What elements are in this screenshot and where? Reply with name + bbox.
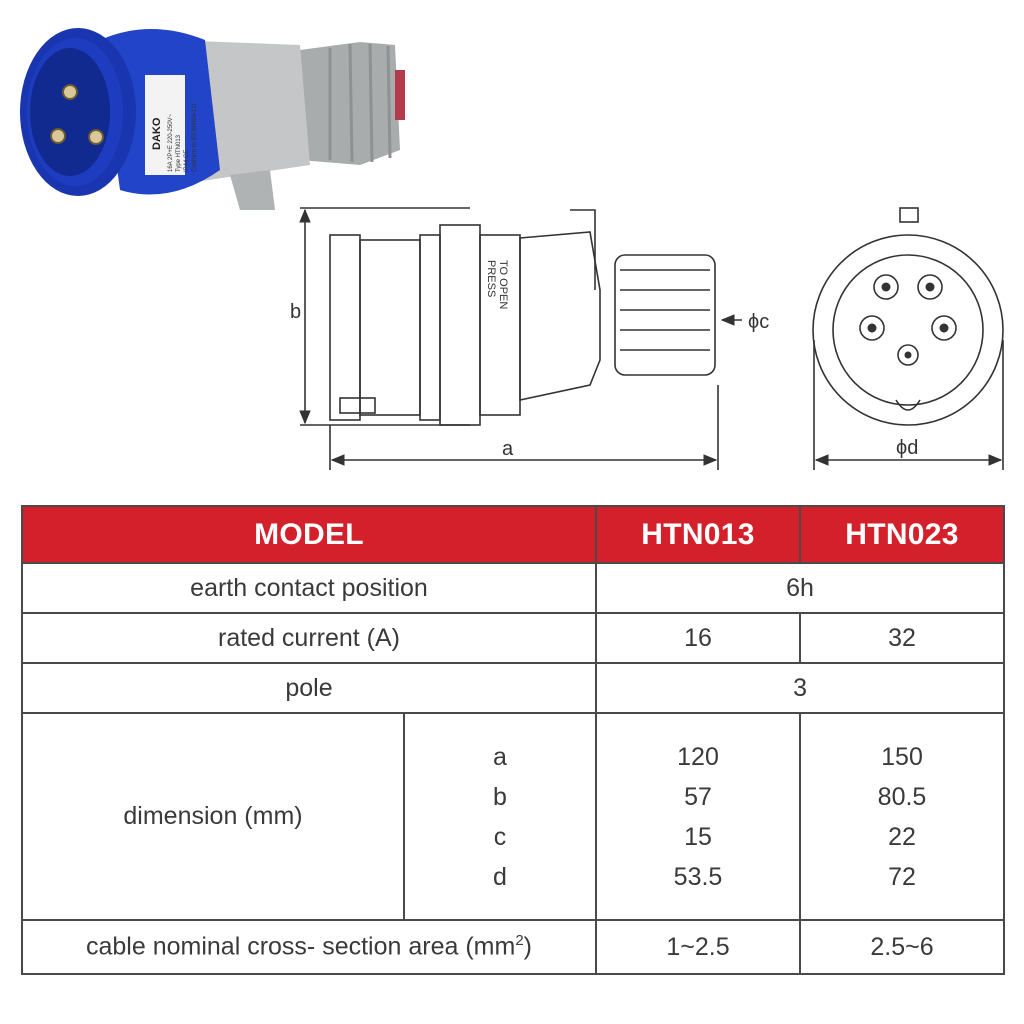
header-htn013: HTN013 <box>595 505 802 564</box>
cable-label-end: ) <box>523 932 532 961</box>
pole-label: pole <box>20 662 598 714</box>
technical-drawing: b a ϕc ϕd PRESS TO OPEN <box>290 207 1004 470</box>
cable-label-sup: 2 <box>515 932 524 950</box>
dim-v2-c: 22 <box>888 822 916 851</box>
dim-label-a: a <box>502 438 514 460</box>
label-line-3: IP44 CE <box>184 150 190 172</box>
header-htn023: HTN023 <box>799 505 1006 564</box>
brand-label: DAKO <box>151 117 163 150</box>
cable-v2: 2.5~6 <box>799 919 1006 975</box>
dimension-v2: 150 80.5 22 72 <box>799 712 1006 921</box>
press-text-1: PRESS <box>485 260 497 297</box>
current-v2: 32 <box>799 612 1006 664</box>
pole-value: 3 <box>595 662 1006 714</box>
table-row: earth contact position 6h <box>20 562 1006 614</box>
label-line-4: Conform to IEC60309-1/2 <box>192 103 198 172</box>
earth-value: 6h <box>595 562 1006 614</box>
table-row: pole 3 <box>20 662 1006 714</box>
table-header-row: MODEL HTN013 HTN023 <box>20 505 1006 564</box>
table-row: cable nominal cross- section area (mm2) … <box>20 919 1006 975</box>
table-row: dimension (mm) a b c d 120 57 15 53.5 15… <box>21 712 1006 921</box>
dim-label-c: ϕc <box>748 311 769 333</box>
header-model: MODEL <box>20 505 598 564</box>
dim-v1-b: 57 <box>684 782 712 811</box>
earth-label: earth contact position <box>20 562 598 614</box>
cable-label: cable nominal cross- section area (mm2) <box>20 919 598 975</box>
dim-key-c: c <box>493 822 507 851</box>
dim-label-b: b <box>290 301 301 323</box>
dim-v1-a: 120 <box>677 742 719 771</box>
cable-v1: 1~2.5 <box>595 919 802 975</box>
dimension-v1: 120 57 15 53.5 <box>595 712 802 921</box>
press-text-2: TO OPEN <box>497 260 509 309</box>
dim-v1-c: 15 <box>684 822 712 851</box>
dim-v2-b: 80.5 <box>877 782 927 811</box>
dim-v2-d: 72 <box>888 862 916 891</box>
dim-v2-a: 150 <box>881 742 923 771</box>
table-row: rated current (A) 16 32 <box>20 612 1006 664</box>
dim-key-a: a <box>493 742 507 771</box>
label-line-2: Type HTN013 <box>176 134 182 172</box>
label-line-1: 16A 2P+E 220-250V~ <box>168 113 174 172</box>
current-label: rated current (A) <box>20 612 598 664</box>
spec-table: MODEL HTN013 HTN023 earth contact positi… <box>20 505 1006 975</box>
current-v1: 16 <box>595 612 802 664</box>
product-photo: DAKO 16A 2P+E 220-250V~ Type HTN013 IP44… <box>20 28 405 210</box>
dimension-keys: a b c d <box>402 712 598 921</box>
cable-label-text: cable nominal cross- section area (mm <box>86 932 516 961</box>
dim-key-d: d <box>493 862 507 891</box>
dimension-label: dimension (mm) <box>21 712 405 921</box>
dim-v1-d: 53.5 <box>673 862 723 891</box>
dim-label-d: ϕd <box>896 437 918 459</box>
dim-key-b: b <box>493 782 507 811</box>
